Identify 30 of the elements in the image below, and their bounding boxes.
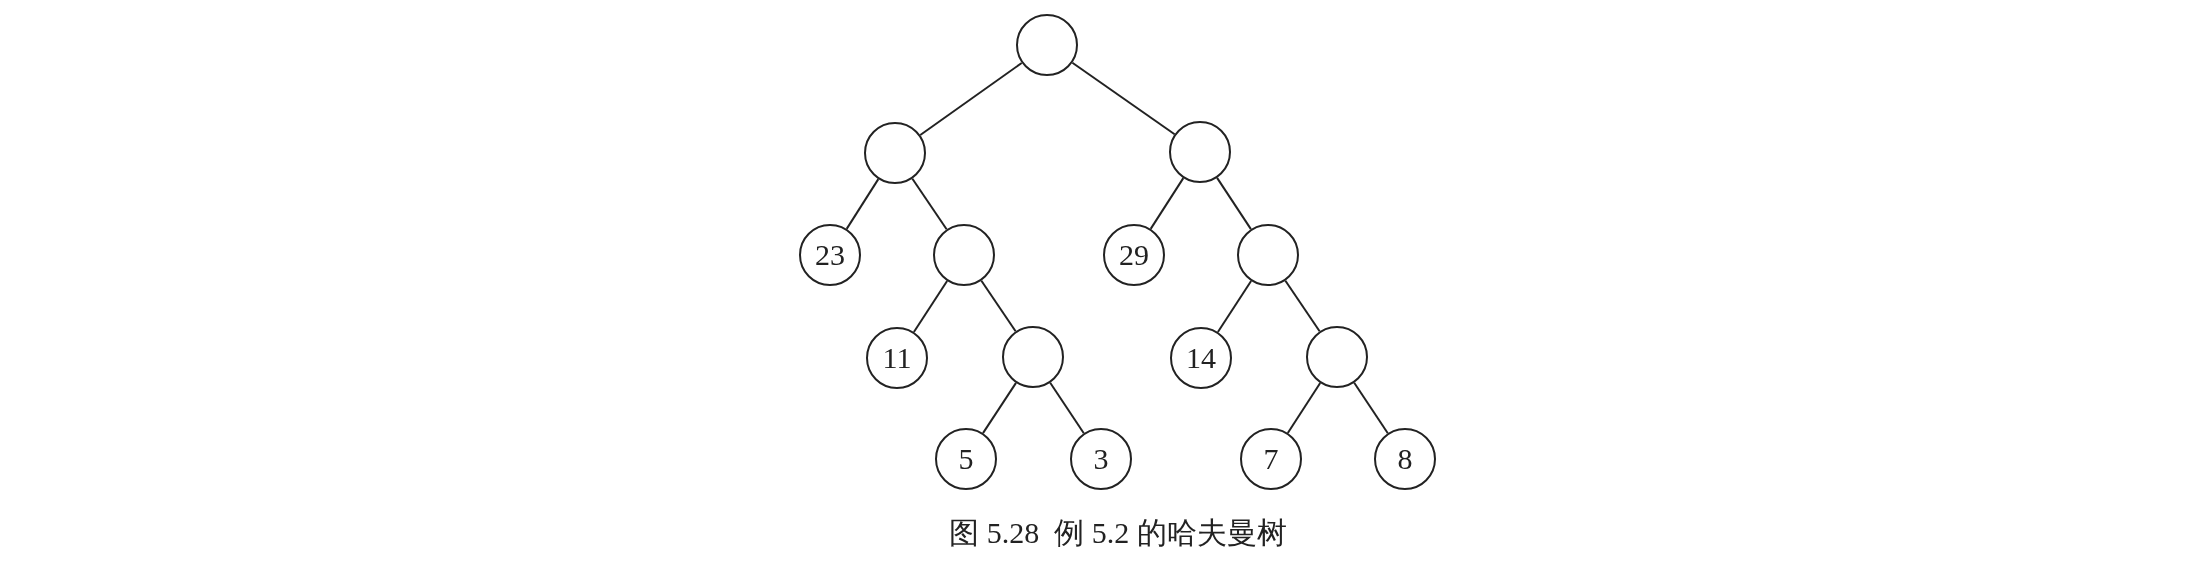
- node-circle: [864, 122, 926, 184]
- node-circle: [1237, 224, 1299, 286]
- edge-line: [845, 178, 880, 230]
- node-circle: 7: [1240, 428, 1302, 490]
- edge-line: [1149, 177, 1185, 230]
- edge-line: [1071, 61, 1176, 136]
- edge-line: [1353, 381, 1389, 435]
- node-circle: 3: [1070, 428, 1132, 490]
- edge-line: [980, 279, 1017, 333]
- edge-line: [911, 177, 948, 231]
- edge-line: [982, 381, 1017, 435]
- edge-line: [1049, 381, 1085, 435]
- node-circle: [1306, 326, 1368, 388]
- node-circle: 8: [1374, 428, 1436, 490]
- edge-line: [919, 62, 1023, 136]
- node-circle: 11: [866, 327, 928, 389]
- figure-caption: 图 5.28 例 5.2 的哈夫曼树: [949, 515, 1287, 551]
- edge-line: [912, 280, 949, 333]
- node-circle: 5: [935, 428, 997, 490]
- node-circle: [1016, 14, 1078, 76]
- node-circle: [1002, 326, 1064, 388]
- node-circle: 14: [1170, 327, 1232, 389]
- node-circle: [933, 224, 995, 286]
- node-circle: [1169, 121, 1231, 183]
- node-circle: 23: [799, 224, 861, 286]
- edge-line: [1286, 382, 1322, 434]
- edge-line: [1216, 280, 1253, 333]
- node-circle: 29: [1103, 224, 1165, 286]
- edge-line: [1284, 279, 1321, 333]
- edge-line: [1216, 176, 1252, 231]
